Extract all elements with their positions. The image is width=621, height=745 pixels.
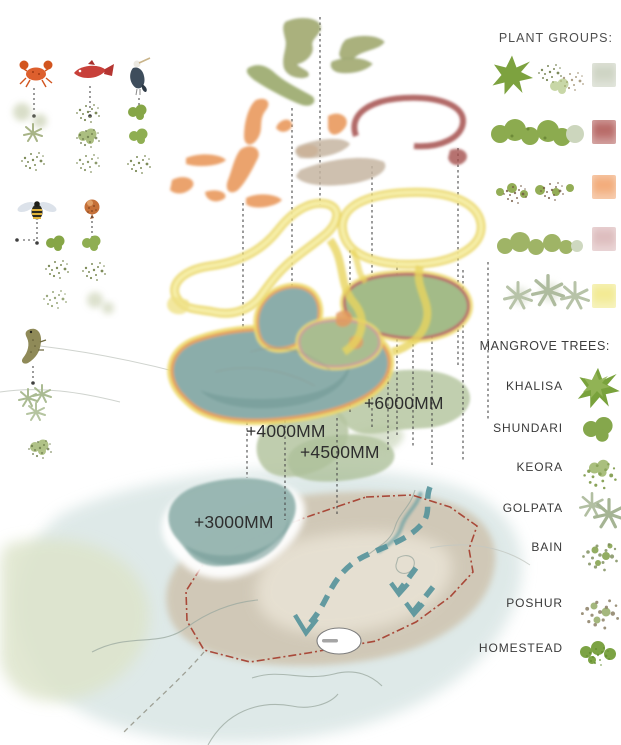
fish-icon <box>74 60 114 79</box>
layer-top-green <box>283 18 385 78</box>
keora-tree-icon <box>583 459 617 490</box>
layer-orange-fragments <box>170 65 467 208</box>
flow-arrows <box>293 485 436 637</box>
shundari-tree-icon <box>583 417 613 442</box>
tree-label-khalisa: KHALISA <box>506 379 563 393</box>
base-map <box>0 345 531 745</box>
dense-canopy-icon <box>491 119 584 146</box>
homestead-tree-icon <box>580 641 616 666</box>
green-wash <box>0 538 150 702</box>
elevation-label-4500: +4500MM <box>300 442 380 462</box>
map-marker-bar <box>322 639 338 643</box>
tree-label-bain: BAIN <box>531 540 563 554</box>
tree-label-poshur: POSHUR <box>506 596 563 610</box>
plant-group-illustrations <box>491 55 621 666</box>
maroon-ring <box>351 94 467 166</box>
elevation-label-3000: +3000MM <box>194 512 274 532</box>
round-canopy-icon <box>497 232 583 255</box>
plan-orange-accent-1 <box>336 310 352 327</box>
plan-right-green-lobe <box>340 269 474 343</box>
plant-group-swatch-3 <box>592 175 616 199</box>
beehive-icon <box>84 199 100 219</box>
bee-icon <box>17 201 57 220</box>
level-3000-blob <box>168 478 296 567</box>
island-highlight <box>255 531 453 635</box>
plan-sketch-lines <box>214 347 331 387</box>
beige-fragments <box>295 138 386 186</box>
scattered-scrub-icon <box>496 182 574 204</box>
plant-group-swatch-5 <box>592 284 616 308</box>
poshur-tree-icon <box>580 599 620 630</box>
plant-groups-title: PLANT GROUPS: <box>498 31 613 45</box>
map-ellipse-marker <box>316 627 362 655</box>
tree-label-homestead: HOMESTEAD <box>478 641 563 655</box>
golpata-tree-icon <box>578 491 621 529</box>
layer-plan-composite <box>167 269 474 426</box>
plant-group-swatch-4 <box>592 227 616 251</box>
elevation-label-4000: +4000MM <box>246 421 326 441</box>
tree-label-golpata: GOLPATA <box>502 501 563 515</box>
plant-group-swatch-2 <box>592 120 616 144</box>
tree-label-shundari: SHUNDARI <box>493 421 563 435</box>
mangrove-trees-title: MANGROVE TREES: <box>479 339 610 353</box>
boundary-extension <box>123 651 205 733</box>
plan-lower-green-lobe <box>295 316 384 371</box>
layer-yellow-band <box>167 187 486 356</box>
level-4500-blob <box>287 434 395 482</box>
sparse-spiky-plant-icon <box>492 55 533 95</box>
tree-label-keora: KEORA <box>516 460 563 474</box>
feathery-palm-icon <box>503 274 590 310</box>
mudskipper-icon <box>21 328 47 364</box>
bain-tree-icon <box>582 543 618 572</box>
elevation-label-6000: +6000MM <box>364 393 444 413</box>
level-3000-shade <box>185 512 289 565</box>
bird-icon <box>130 57 151 96</box>
olive-diagonal <box>246 65 315 106</box>
fauna-plant-clusters <box>13 103 151 459</box>
crab-icon <box>19 60 53 88</box>
fauna-column <box>13 57 151 459</box>
plant-group-swatch-1 <box>592 63 616 87</box>
